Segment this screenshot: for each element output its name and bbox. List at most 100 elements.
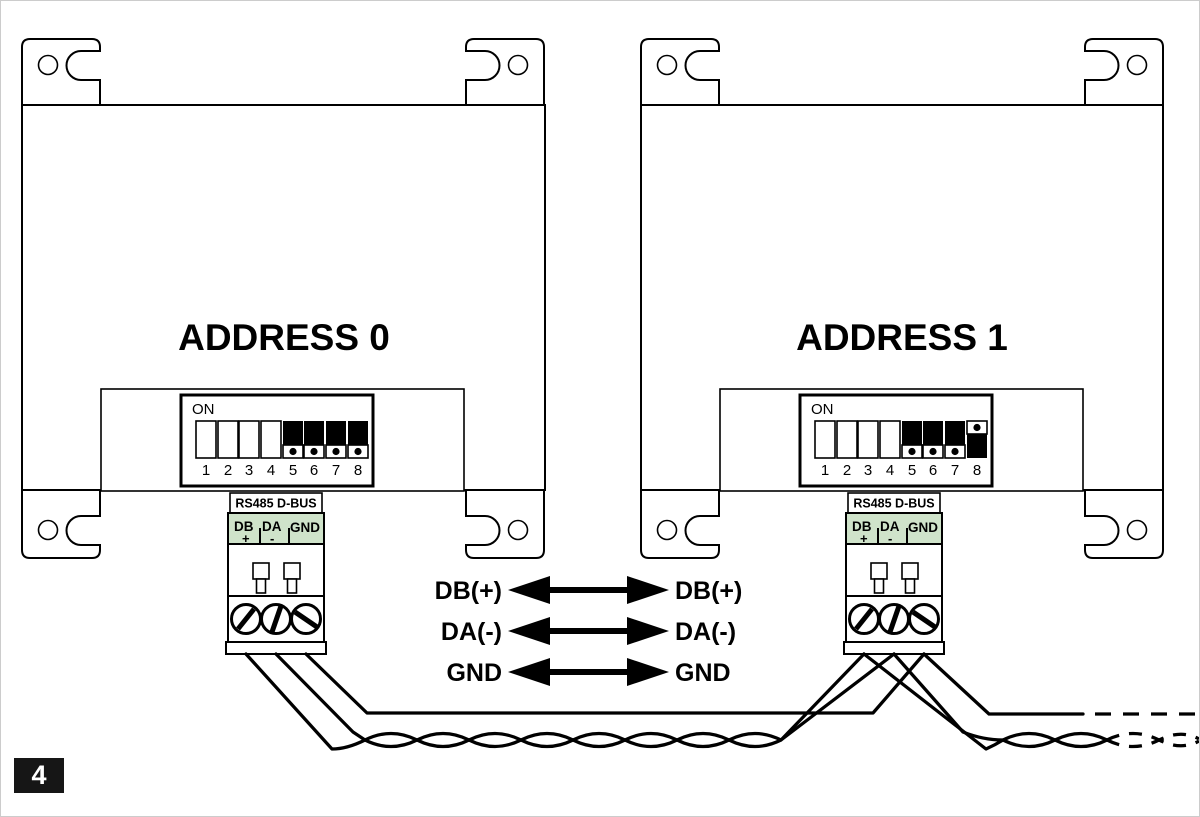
dip-switch-4 (260, 420, 282, 459)
dip-number: 6 (929, 462, 937, 479)
terminal-base (843, 641, 945, 655)
terminal-base (225, 641, 327, 655)
terminal-title: RS485 D-BUS (235, 497, 316, 511)
wire-gnd-continuation (922, 652, 1085, 716)
mounting-hole-icon (507, 54, 529, 76)
arrow-left-icon (508, 576, 550, 604)
terminal-pin-strip (845, 512, 943, 545)
dip-number: 7 (951, 462, 959, 479)
dip-switch-panel: ON 1 2 3 4 5 6 7 8 (719, 388, 1084, 492)
signal-label-right: DA(-) (675, 618, 736, 646)
dip-switch-2 (217, 420, 239, 459)
pin-label-da: DA (880, 519, 900, 534)
dip-switch-2 (836, 420, 858, 459)
pin-label-da: DA (262, 519, 282, 534)
wire-db-continuation (862, 652, 1109, 751)
arrow-right-icon (627, 617, 669, 645)
pin-sign-minus: - (888, 531, 892, 546)
jumper-slot-icon (901, 562, 919, 594)
jumper-slot-icon (870, 562, 888, 594)
arrow-right-icon (627, 658, 669, 686)
signal-label-right: DB(+) (675, 577, 742, 605)
mounting-tab-icon (640, 489, 721, 559)
dip-number: 3 (245, 462, 253, 479)
dip-number: 7 (332, 462, 340, 479)
dip-number: 6 (310, 462, 318, 479)
dip-on-label: ON (192, 401, 215, 418)
pin-sign-plus: + (860, 531, 868, 546)
bus-wiring (244, 652, 1199, 751)
dip-number: 2 (843, 462, 851, 479)
dip-switch-6 (922, 421, 944, 459)
mounting-hole-icon (37, 54, 59, 76)
wire-da-continuation (892, 652, 1109, 749)
mounting-tab-icon (1083, 489, 1164, 559)
dip-switch-3 (238, 420, 260, 459)
device-label: ADDRESS 0 (178, 317, 390, 358)
mounting-hole-icon (507, 519, 529, 541)
mounting-tab-icon (640, 38, 721, 106)
dip-number: 4 (886, 462, 894, 479)
mounting-tab-icon (1083, 38, 1164, 106)
dip-switch-1 (814, 420, 836, 459)
wire-db (244, 652, 866, 751)
signal-row-db: DB(+) DB(+) (435, 576, 742, 605)
mounting-hole-icon (656, 54, 678, 76)
terminal-block: RS485 D-BUS DB + DA - GND (225, 492, 327, 655)
dip-switch-8 (347, 421, 369, 459)
screw-terminal-icon (290, 603, 322, 635)
dip-switch-7 (944, 421, 966, 459)
signal-row-da: DA(-) DA(-) (441, 617, 736, 646)
device-address-1: ADDRESS 1 ON 1 2 3 4 5 6 7 8 RS485 D-BUS (640, 38, 1164, 655)
page-number-badge: 4 (14, 758, 64, 793)
dip-switch-4 (879, 420, 901, 459)
mounting-hole-icon (1126, 54, 1148, 76)
terminal-block: RS485 D-BUS DB + DA - GND (843, 492, 945, 655)
mounting-hole-icon (656, 519, 678, 541)
dip-switch-7 (325, 421, 347, 459)
pin-sign-plus: + (242, 531, 250, 546)
dip-number: 1 (202, 462, 210, 479)
dip-switch-1 (195, 420, 217, 459)
dip-switch-6 (303, 421, 325, 459)
mounting-tab-icon (21, 489, 102, 559)
dip-switch-5 (282, 421, 304, 459)
dip-number: 5 (289, 462, 297, 479)
arrow-left-icon (508, 658, 550, 686)
dip-number: 3 (864, 462, 872, 479)
dip-switch-3 (857, 420, 879, 459)
dip-number: 4 (267, 462, 275, 479)
mounting-tab-icon (464, 38, 545, 106)
dip-on-label: ON (811, 401, 834, 418)
signal-mapping: DB(+) DB(+) DA(-) DA(-) GND GND (435, 576, 742, 687)
dip-switch-8 (966, 420, 988, 458)
dip-number: 8 (354, 462, 362, 479)
terminal-title: RS485 D-BUS (853, 497, 934, 511)
signal-row-gnd: GND GND (446, 658, 731, 687)
screw-terminal-icon (908, 603, 940, 635)
pin-label-db: DB (852, 519, 872, 534)
device-label: ADDRESS 1 (796, 317, 1008, 358)
dip-number: 1 (821, 462, 829, 479)
wire-twist-dashed (1106, 732, 1199, 749)
signal-label-left: GND (446, 659, 502, 687)
mounting-hole-icon (37, 519, 59, 541)
dip-number: 8 (973, 462, 981, 479)
signal-label-right: GND (675, 659, 731, 687)
signal-label-left: DA(-) (441, 618, 502, 646)
pin-label-gnd: GND (908, 520, 938, 535)
pin-sign-minus: - (270, 531, 274, 546)
dip-switch-5 (901, 421, 923, 459)
pin-label-gnd: GND (290, 520, 320, 535)
jumper-slot-icon (283, 562, 301, 594)
wire-gnd (304, 652, 926, 715)
signal-label-left: DB(+) (435, 577, 502, 605)
mounting-tab-icon (464, 489, 545, 559)
mounting-hole-icon (1126, 519, 1148, 541)
dip-switch-panel: ON 1 2 3 4 5 6 7 8 (100, 388, 465, 492)
jumper-slot-icon (252, 562, 270, 594)
device-address-0: ADDRESS 0 ON 1 2 3 4 5 6 7 8 (21, 38, 546, 655)
arrow-left-icon (508, 617, 550, 645)
